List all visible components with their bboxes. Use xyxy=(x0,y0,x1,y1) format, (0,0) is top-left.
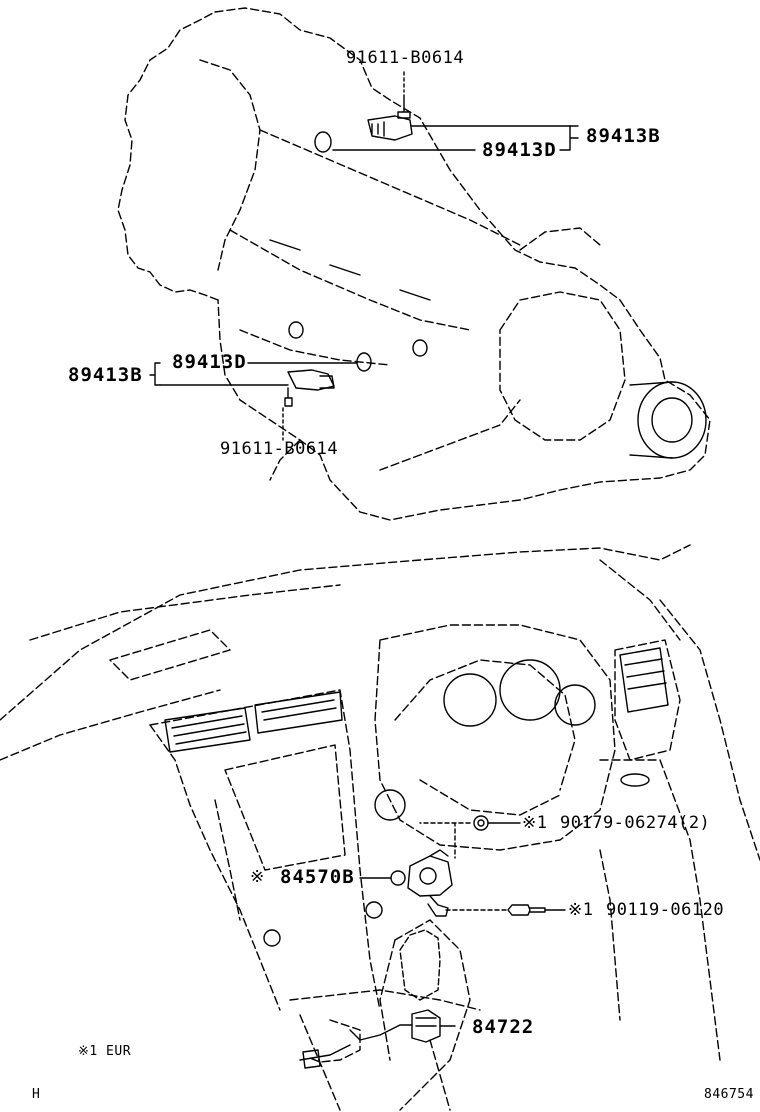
shift-switch-assembly xyxy=(299,815,566,1069)
mid-sensor-assembly xyxy=(149,352,372,441)
part-number-gasket-mid: 89413D xyxy=(172,351,247,373)
transmission-outline xyxy=(117,7,711,521)
corner-letter: H xyxy=(32,1087,41,1102)
nut-note-mark: ※1 xyxy=(522,813,548,833)
part-number-nut: 90179-06274(2) xyxy=(560,813,711,833)
part-number-sensor-top: 89413B xyxy=(586,125,661,147)
transmission-details xyxy=(269,239,707,459)
dashboard-details xyxy=(164,647,669,947)
part-number-bolt-lower: 90119-06120 xyxy=(606,900,725,920)
switch-note-mark: ※ xyxy=(250,867,265,887)
part-number-gasket-top: 89413D xyxy=(482,139,557,161)
part-number-sensor-mid: 89413B xyxy=(68,364,143,386)
part-number-bolt-top: 91611-B0614 xyxy=(346,48,465,68)
top-sensor-assembly xyxy=(314,71,579,153)
part-number-connector: 84722 xyxy=(472,1016,535,1038)
part-number-switch: 84570B xyxy=(280,866,355,888)
bolt-note-mark: ※1 xyxy=(568,900,594,920)
part-number-bolt-mid: 91611-B0614 xyxy=(220,439,339,459)
dashboard-outline xyxy=(0,544,760,1111)
diagram-id: 846754 xyxy=(704,1087,754,1102)
footnote: ※1 EUR xyxy=(78,1044,132,1059)
